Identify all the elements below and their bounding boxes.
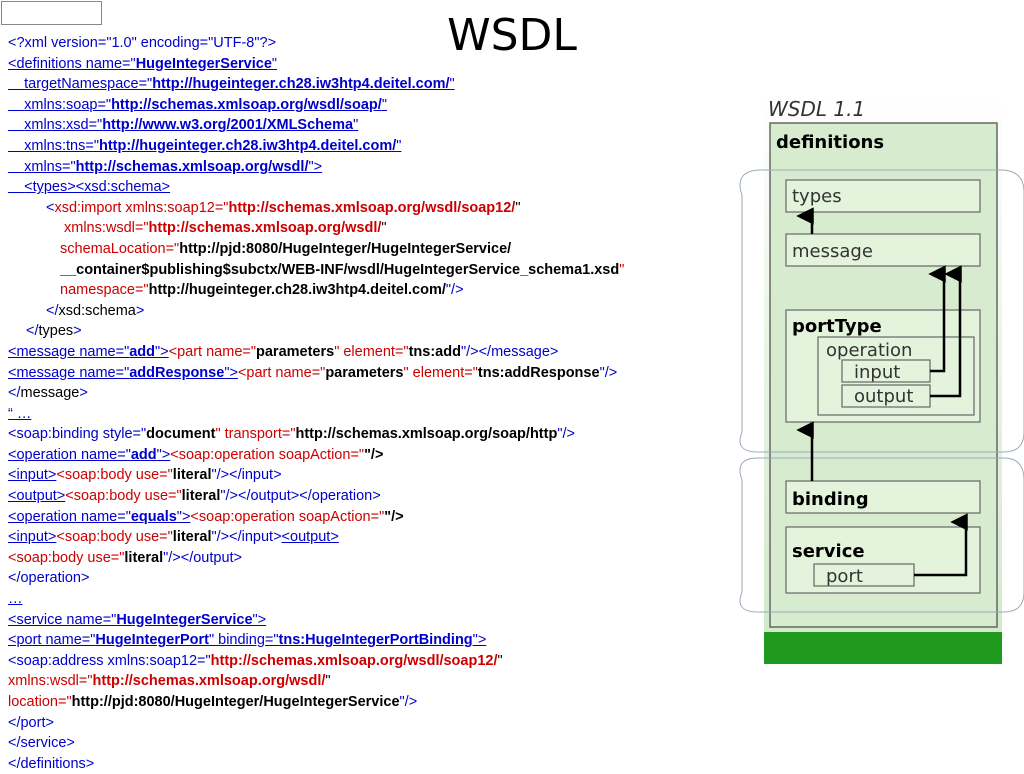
code-line: <types><xsd:schema> — [24, 179, 171, 196]
code-line: </types> — [26, 323, 82, 340]
slide-corner-box — [1, 1, 102, 25]
types-box — [785, 179, 981, 213]
port-to-binding-arrow — [914, 513, 968, 577]
definitions-label: definitions — [776, 132, 884, 153]
code-line: xmlns:xsd="http://www.w3.org/2001/XMLSch… — [24, 117, 359, 134]
input-to-message-arrow — [928, 265, 946, 373]
code-line: <operation name="equals"><soap:operation… — [8, 508, 404, 525]
code-line: … — [8, 591, 23, 608]
port-label: port — [826, 566, 863, 587]
wsdl-structure-diagram: WSDL 1.1 definitions types message portT… — [739, 92, 1024, 664]
code-line: <message name="add"><part name="paramete… — [8, 343, 559, 360]
code-line: <xsd:import xmlns:soap12="http://schemas… — [46, 199, 521, 216]
message-label: message — [792, 241, 873, 262]
code-line: <input><soap:body use="literal"/></input… — [8, 529, 339, 546]
code-line: </definitions> — [8, 755, 95, 772]
code-line: <service name="HugeIntegerService"> — [8, 611, 267, 628]
output-to-message-arrow — [930, 265, 962, 398]
porttype-label: portType — [792, 316, 882, 337]
binding-label: binding — [792, 489, 869, 510]
diagram-title: WSDL 1.1 — [768, 97, 865, 121]
abstract-group-outline — [739, 169, 1024, 453]
code-line: <operation name="add"><soap:operation so… — [8, 446, 384, 463]
code-line: xmlns:wsdl="http://schemas.xmlsoap.org/w… — [8, 673, 331, 690]
output-label: output — [854, 386, 913, 407]
code-line: xmlns:tns="http://hugeinteger.ch28.iw3ht… — [24, 137, 402, 154]
code-line: </operation> — [8, 570, 90, 587]
code-line: </port> — [8, 714, 54, 731]
code-line: <soap:binding style="document" transport… — [8, 426, 575, 443]
operation-label: operation — [826, 340, 912, 361]
code-line: schemaLocation="http://pjd:8080/HugeInte… — [60, 240, 512, 257]
code-line: __container$publishing$subctx/WEB-INF/ws… — [60, 261, 625, 278]
code-line: </message> — [8, 385, 88, 402]
types-label: types — [792, 186, 842, 207]
code-line: <output><soap:body use="literal"/></outp… — [8, 488, 381, 505]
code-line: <message name="addResponse"><part name="… — [8, 364, 618, 381]
binding-box — [785, 480, 981, 514]
slide-title: WSDL — [447, 10, 577, 61]
code-line: xmlns:soap="http://schemas.xmlsoap.org/w… — [24, 96, 387, 113]
code-line: “ … — [8, 405, 32, 422]
code-line: targetNamespace="http://hugeinteger.ch28… — [24, 76, 455, 93]
message-box — [785, 233, 981, 267]
code-line: location="http://pjd:8080/HugeInteger/Hu… — [8, 694, 418, 710]
code-line: xmlns:wsdl="http://schemas.xmlsoap.org/w… — [64, 220, 387, 237]
code-line: <definitions name="HugeIntegerService" — [8, 55, 278, 72]
service-label: service — [792, 541, 865, 562]
code-line: <soap:address xmlns:soap12="http://schem… — [8, 652, 503, 669]
code-line: xmlns="http://schemas.xmlsoap.org/wsdl/"… — [24, 158, 323, 175]
code-line: <?xml version="1.0" encoding="UTF-8"?> — [8, 35, 277, 51]
diagram-green-band — [764, 632, 1002, 664]
code-line: <input><soap:body use="literal"/></input… — [8, 467, 282, 484]
wsdl-code-listing: <?xml version="1.0" encoding="UTF-8"?> <… — [8, 33, 748, 774]
concrete-group-outline — [739, 457, 1024, 613]
input-label: input — [854, 362, 900, 383]
code-line: </service> — [8, 735, 75, 752]
code-line: </xsd:schema> — [46, 302, 145, 319]
code-line: <soap:body use="literal"/></output> — [8, 549, 243, 566]
code-line: <port name="HugeIntegerPort" binding="tn… — [8, 632, 487, 649]
code-line: namespace="http://hugeinteger.ch28.iw3ht… — [60, 282, 464, 299]
